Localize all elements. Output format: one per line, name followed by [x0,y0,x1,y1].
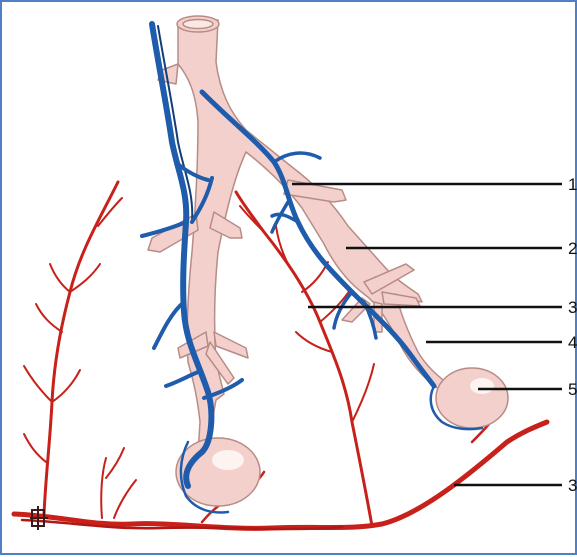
trachea-lumen [183,20,213,29]
label-1: 1 [568,175,577,194]
artery-left-tree [44,182,118,514]
label-4: 4 [568,333,577,352]
label-3a: 3 [568,298,577,317]
artery-bottom-trunk [14,422,547,528]
label-3b: 3 [568,476,577,495]
trachea [178,20,448,454]
label-2: 2 [568,239,577,258]
artery-left-branches [24,198,122,462]
bronchiole-left-4 [214,332,248,358]
label-5: 5 [568,380,577,399]
artery-network [14,182,547,529]
label-group: 1 2 3 4 5 3 [568,175,577,495]
alveolar-sac-right [436,368,508,428]
artery-small-twigs [101,448,136,518]
